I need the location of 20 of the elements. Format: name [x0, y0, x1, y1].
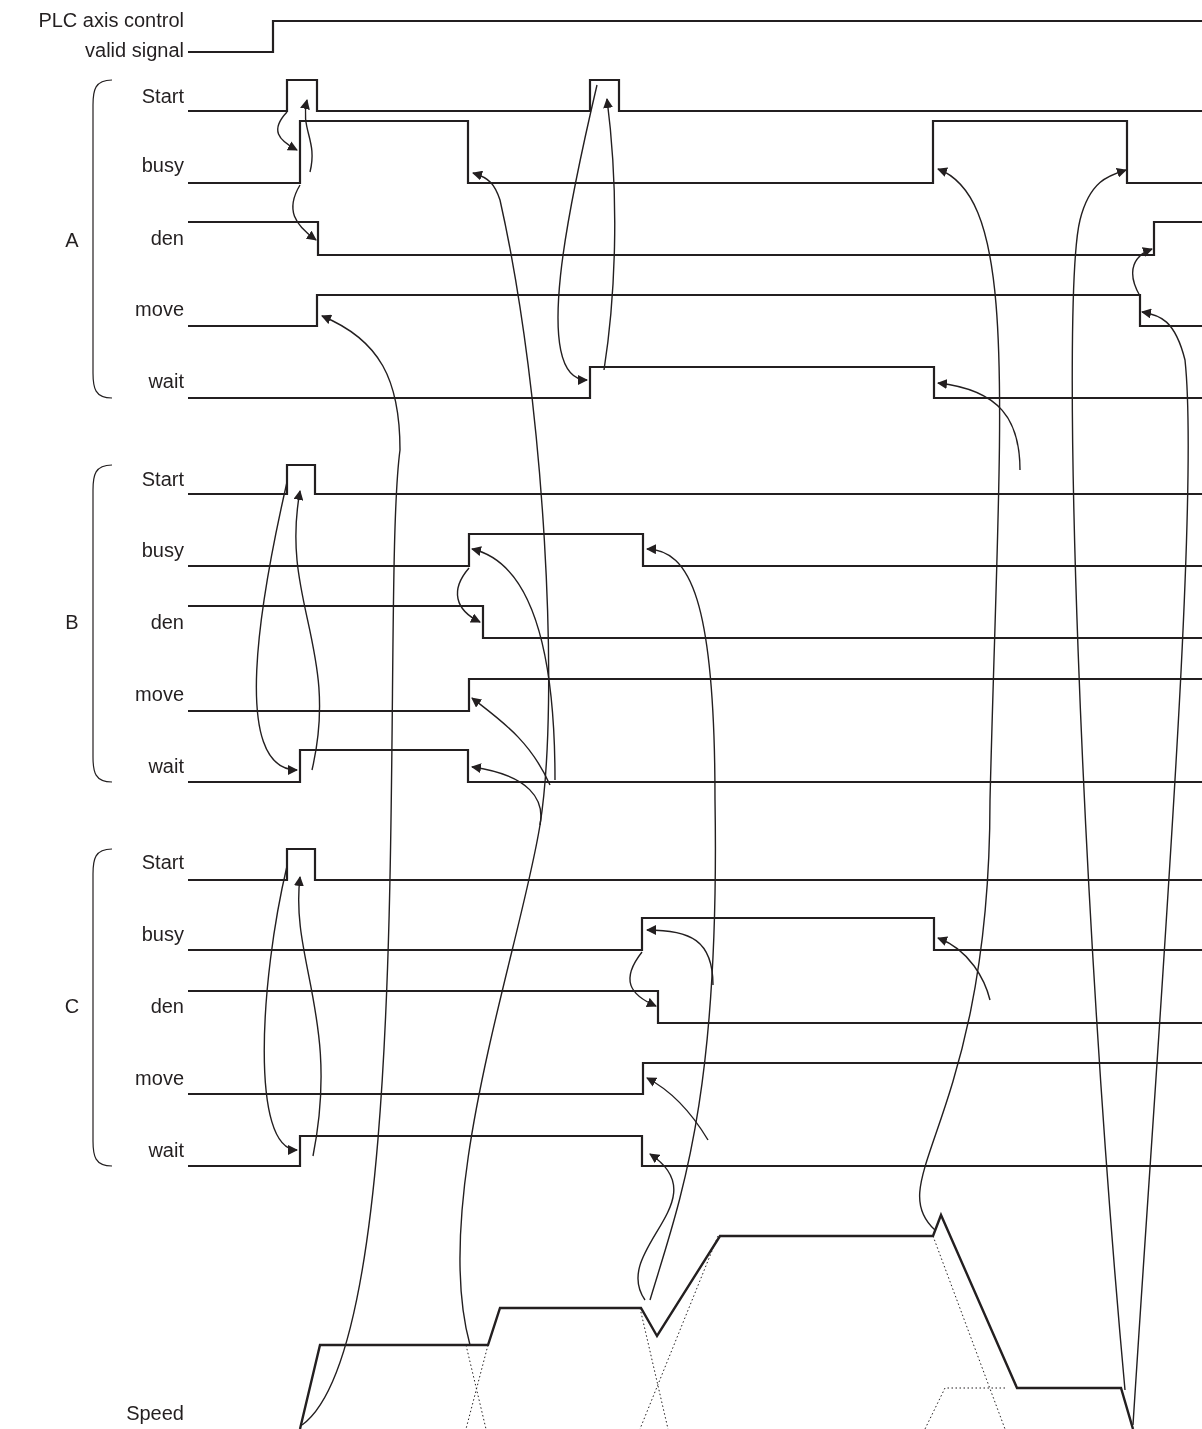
signal-name: Start: [141, 850, 184, 875]
signal-name: busy: [141, 153, 184, 178]
signal-name: wait: [148, 1138, 184, 1163]
signal-name: move: [135, 297, 184, 322]
signal-name: move: [135, 1066, 184, 1091]
signal-name: move: [135, 682, 184, 707]
signal-name: den: [150, 610, 184, 635]
axis-group-label: B: [64, 610, 80, 635]
axis-group-label: C: [63, 994, 81, 1019]
signal-name: Start: [141, 467, 184, 492]
signal-name: wait: [148, 369, 184, 394]
signal-name: busy: [141, 922, 184, 947]
signal-name: den: [150, 226, 184, 251]
signal-name: wait: [148, 754, 184, 779]
signal-name: den: [150, 994, 184, 1019]
signal-name: PLC axis control valid signal: [37, 8, 184, 63]
signal-name: Start: [141, 84, 184, 109]
signal-name: Speed: [126, 1401, 184, 1426]
signal-name: busy: [141, 538, 184, 563]
axis-group-label: A: [64, 228, 80, 253]
